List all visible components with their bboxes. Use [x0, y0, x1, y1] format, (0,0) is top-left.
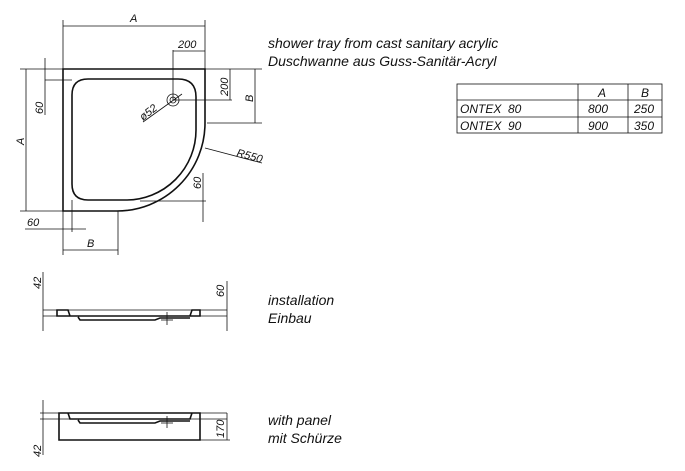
dim-200-right: 200	[219, 77, 231, 97]
title-de: Duschwanne aus Guss-Sanitär-Acryl	[268, 53, 497, 69]
dim-200-top: 200	[177, 39, 197, 51]
table-cell: ONTEX 90	[460, 119, 522, 133]
installation-view: 42 60	[32, 272, 228, 331]
radius-leader	[204, 147, 263, 164]
dim-60-left: 60	[34, 101, 46, 114]
table-cell: 900	[588, 119, 608, 133]
dim-60-installation: 60	[215, 284, 227, 297]
table-header-a: A	[597, 86, 606, 100]
dim-42-panel: 42	[32, 445, 44, 457]
panel-view: 42 170	[32, 400, 230, 457]
table-border	[456, 83, 663, 134]
radius-label: R550	[235, 147, 264, 166]
dim-42-installation: 42	[32, 277, 44, 289]
dim-a-top: A	[129, 13, 137, 25]
title-en: shower tray from cast sanitary acrylic	[268, 35, 499, 51]
basin-outline	[71, 78, 197, 201]
dim-170-panel: 170	[215, 419, 227, 438]
table-cell: 250	[633, 102, 654, 116]
dim-60-right: 60	[192, 176, 204, 189]
installation-label-de: Einbau	[268, 310, 312, 326]
panel-label-de: mit Schürze	[268, 430, 342, 446]
tray-with-panel-profile	[58, 412, 201, 441]
table-cell: 800	[588, 102, 608, 116]
size-table: A B ONTEX 80 800 250 ONTEX 90 900 350	[456, 83, 663, 134]
table-cell: 350	[634, 119, 654, 133]
drain-diameter: ø52	[137, 102, 159, 123]
dim-a-left: A	[15, 138, 27, 146]
top-view: A 200 200 B A 60 60 B 60 ø52 R550	[15, 13, 265, 255]
dim-60-bottom: 60	[27, 217, 40, 229]
dim-b-bottom: B	[87, 238, 94, 250]
table-cell: ONTEX 80	[460, 102, 522, 116]
dim-b-right: B	[244, 95, 256, 102]
tray-outline	[62, 68, 206, 212]
tray-profile	[56, 309, 201, 321]
installation-label-en: installation	[268, 292, 335, 308]
table-header-b: B	[641, 86, 649, 100]
panel-label-en: with panel	[268, 412, 332, 428]
drain-leader	[142, 93, 183, 123]
